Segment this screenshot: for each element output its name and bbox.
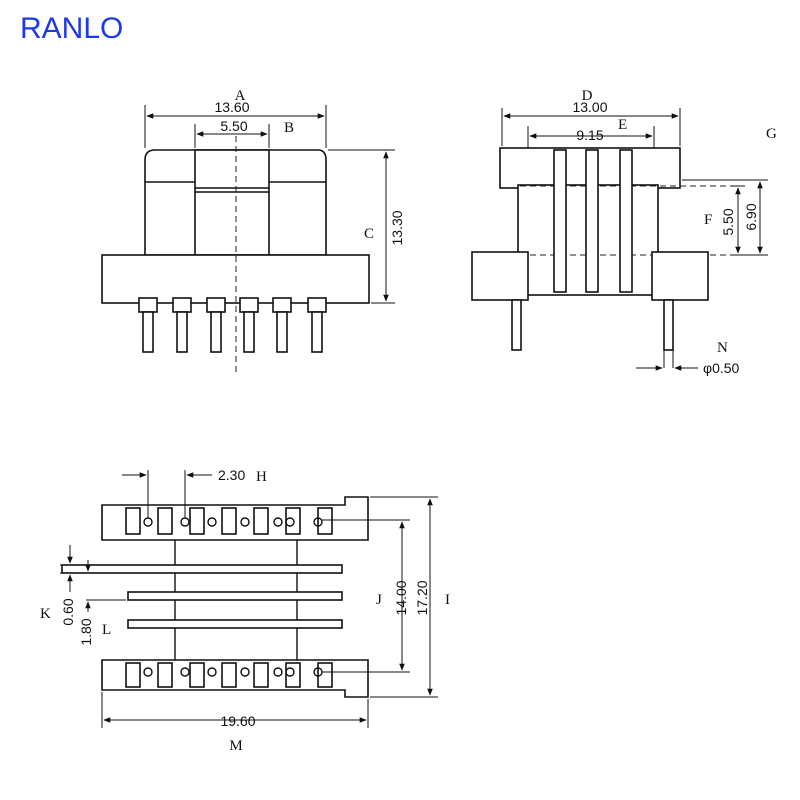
brand-logo: RANLO (20, 12, 123, 45)
dim-a-value: 13.60 (214, 99, 249, 115)
dim-d-value: 13.00 (572, 99, 607, 115)
dim-n-letter: N (717, 340, 728, 356)
dim-k-value: 0.60 (60, 598, 76, 625)
dim-n-value: φ0.50 (703, 360, 740, 376)
dim-d-letter: D (582, 88, 593, 104)
front-pins (138, 297, 327, 353)
dim-g-letter: G (766, 126, 777, 142)
bottom-slots (125, 662, 333, 688)
front-view: A 13.60 5.50 B C 13.30 (101, 88, 405, 375)
top-slots (125, 507, 333, 535)
dim-b-letter: B (284, 120, 294, 136)
dim-l-value: 1.80 (78, 618, 94, 645)
dim-c-letter: C (364, 226, 374, 242)
dim-h-value: 2.30 (218, 467, 245, 483)
dim-a-letter: A (235, 88, 246, 104)
dim-m-value: 19.60 (220, 713, 255, 729)
side-view: D 13.00 E 9.15 F 5.50 6.90 G N φ0.50 (471, 88, 777, 376)
dim-i-value: 17.20 (414, 580, 430, 615)
dim-f-letter: F (704, 212, 712, 228)
dim-e-letter: E (618, 117, 627, 133)
dim-i-letter: I (445, 592, 450, 608)
dim-f-value: 5.50 (720, 208, 736, 235)
dim-m-letter: M (229, 738, 242, 754)
dim-c-value: 13.30 (389, 210, 405, 245)
dim-j-letter: J (376, 592, 382, 608)
dim-b-value: 5.50 (220, 118, 247, 134)
dim-h-letter: H (256, 469, 267, 485)
dim-k-letter: K (40, 606, 51, 622)
bottom-view: 2.30 H 17.20 I J 14.00 K 0.60 1.80 L 19.… (40, 467, 450, 754)
dim-j-value: 14.00 (393, 580, 409, 615)
dim-g-value: 6.90 (743, 203, 759, 230)
dim-e-value: 9.15 (576, 127, 603, 143)
dim-l-letter: L (102, 622, 111, 638)
